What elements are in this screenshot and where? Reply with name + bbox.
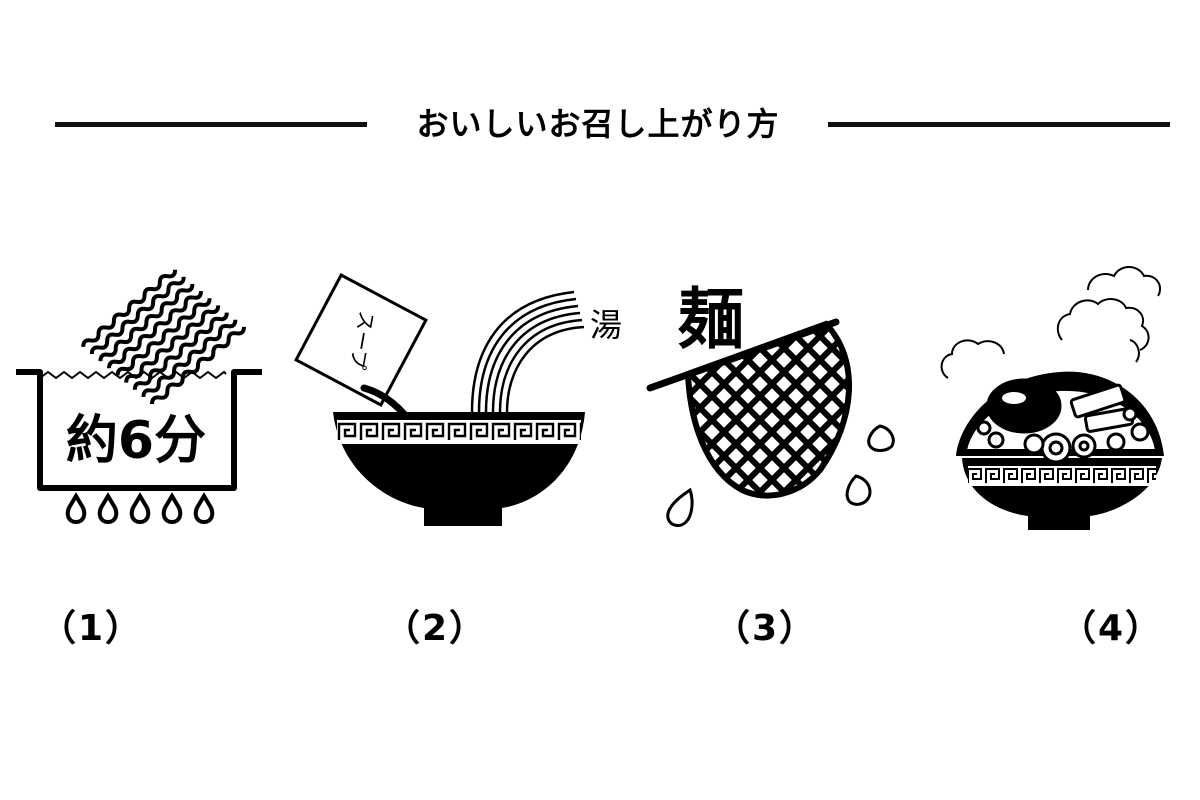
step-4-number: （4） [1060, 608, 1164, 649]
noodle-block-icon [89, 276, 246, 405]
step-1-number: （1） [40, 608, 144, 649]
soup-bowl-icon [333, 412, 585, 526]
heading-rule-right [828, 122, 1170, 127]
heading-rule-left [55, 122, 367, 127]
bamboo-shoot-icon [1069, 383, 1127, 419]
hot-water-stream-icon [470, 290, 585, 413]
step-2-number: （2） [384, 608, 488, 649]
hot-water-label: 湯 [590, 306, 622, 344]
water-drop-icon [666, 424, 895, 527]
step-2-illustration: スープ 湯 [294, 273, 622, 526]
steam-icon [940, 266, 1162, 379]
strainer-handle [646, 318, 840, 392]
page-title: おいしいお召し上がり方 [416, 105, 780, 143]
noodle-block-icon [81, 269, 178, 347]
seasoned-egg-icon [986, 378, 1062, 434]
ramen-toppings [976, 378, 1150, 464]
step-1-illustration: 約6分 [16, 269, 262, 525]
boiling-pot-icon [16, 369, 262, 491]
cooking-time-label: 約6分 [66, 411, 206, 471]
flame-icon [65, 492, 215, 525]
soup-packet-icon: スープ [294, 273, 428, 407]
step-4-illustration [940, 266, 1164, 530]
noodles-label: 麺 [678, 281, 744, 358]
step-3-number: （3） [714, 608, 818, 649]
soup-pour-stream [360, 384, 408, 418]
